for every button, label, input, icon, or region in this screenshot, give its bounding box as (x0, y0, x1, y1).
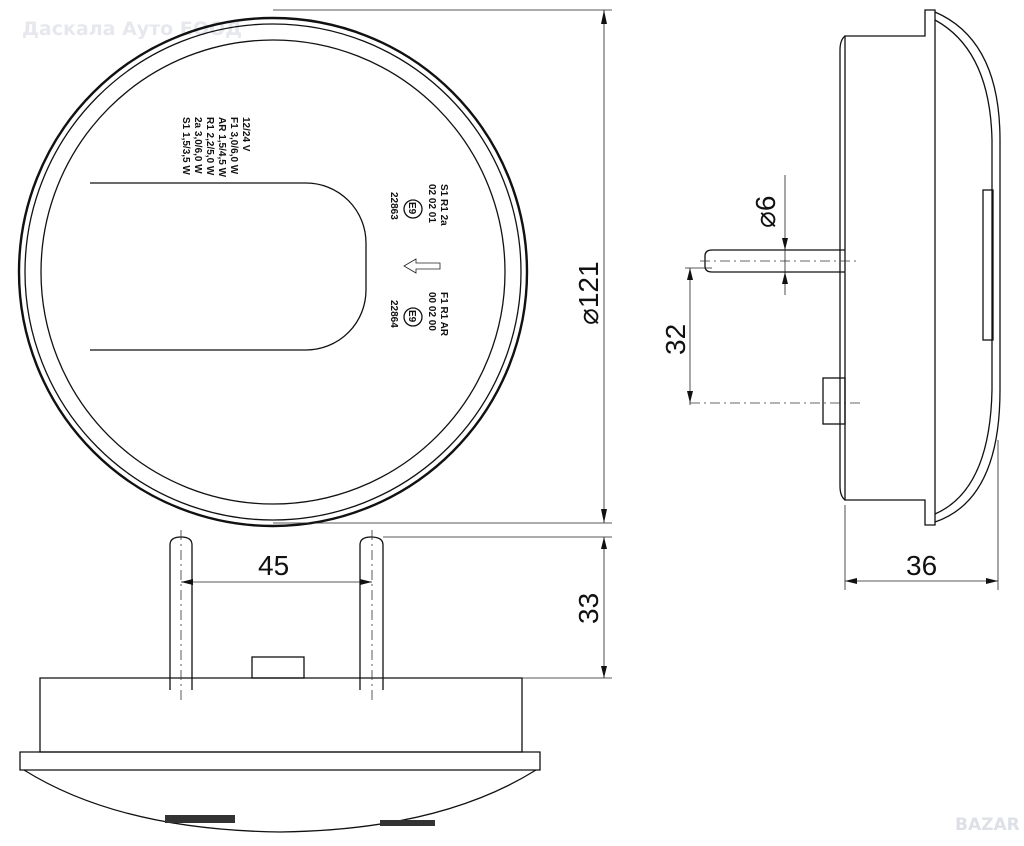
approval-block-1: S1 R1 2a 02 02 01 E9 22863 (388, 184, 449, 226)
side-view: ⌀6 32 36 (660, 9, 1001, 590)
bazar-logo: BAZAR (955, 815, 1020, 835)
front-view: 12/24 V F1 3,0/6,0 W AR 1,5/4,5 W R1 2,2… (17, 16, 529, 528)
watermark: Даскала Ауто ЕООД (22, 18, 242, 40)
diameter-dimension: ⌀121 (273, 9, 612, 524)
pin-spacing-label: 45 (258, 550, 289, 581)
voltage-label: 12/24 V (240, 117, 251, 152)
pin-offset-label: 32 (660, 324, 691, 355)
e-mark-circle (403, 307, 423, 327)
e-mark: E9 (406, 310, 417, 323)
outer-rim (17, 16, 529, 528)
lens-edge (40, 39, 506, 505)
approval-number: 22864 (388, 300, 399, 328)
approval-codes: 00 02 00 (426, 292, 437, 331)
approval-functions: F1 R1 AR (438, 292, 449, 337)
rim-inner-edge (24, 23, 522, 521)
ratings-block: 12/24 V F1 3,0/6,0 W AR 1,5/4,5 W R1 2,2… (180, 117, 251, 178)
approval-block-2: F1 R1 AR 00 02 00 E9 22864 (388, 292, 449, 337)
approval-functions: S1 R1 2a (438, 184, 449, 226)
direction-arrow-icon (403, 258, 441, 274)
pin-length-label: 33 (573, 593, 604, 624)
e-mark: E9 (406, 202, 417, 215)
rating-line: F1 3,0/6,0 W (228, 117, 239, 175)
approval-number: 22863 (388, 192, 399, 220)
diameter-label: ⌀121 (573, 261, 604, 325)
rating-line: AR 1,5/4,5 W (216, 117, 227, 178)
approval-codes: 02 02 01 (426, 184, 437, 223)
rating-line: S1 1,5/3,5 W (180, 117, 191, 175)
lens-window (90, 182, 367, 351)
pin-diameter-label: ⌀6 (750, 196, 781, 228)
bottom-view: 45 33 (19, 530, 612, 833)
rating-line: 2a 3,0/6,0 W (192, 117, 203, 174)
e-mark-circle (403, 199, 423, 219)
depth-label: 36 (906, 550, 937, 581)
rating-line: R1 2,2/5,0 W (204, 117, 215, 176)
